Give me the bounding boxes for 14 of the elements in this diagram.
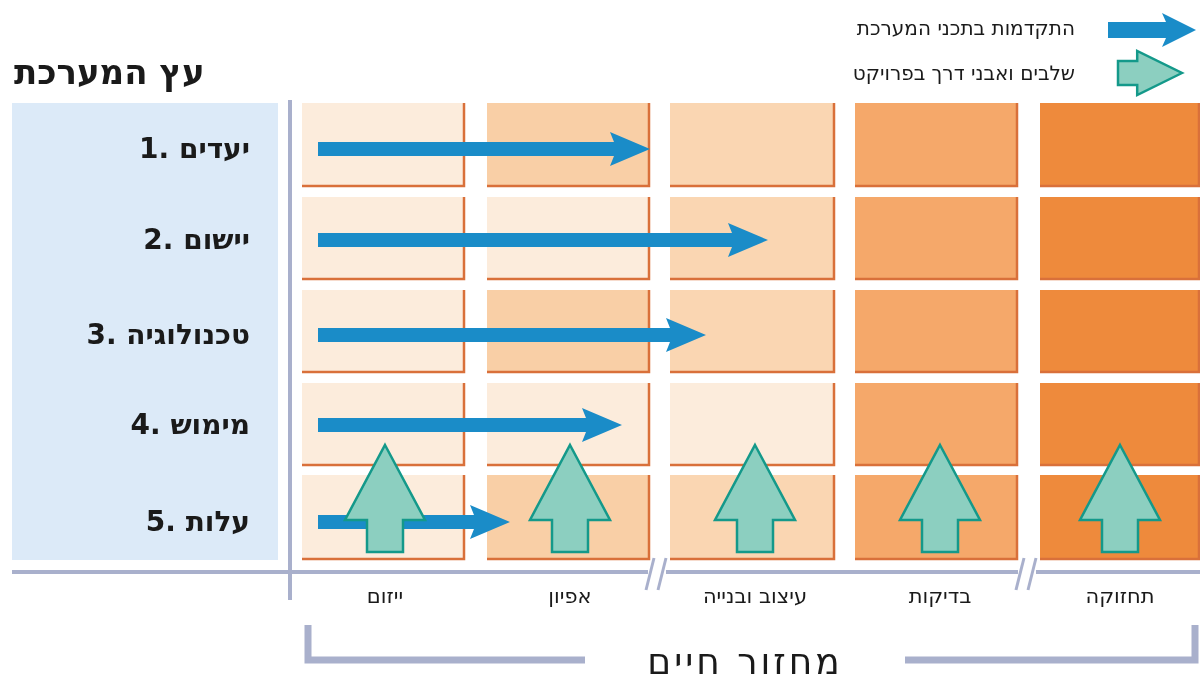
column-label: עיצוב ובנייה — [702, 585, 808, 609]
row-label: 4. מימוש — [130, 409, 250, 441]
column-label: ייזום — [366, 585, 404, 609]
row-label: 2. יישום — [143, 224, 250, 256]
legend-text: שלבים ואבני דרך בפרויקט — [852, 62, 1075, 84]
column-label: אפיון — [548, 585, 592, 609]
title: עץ המערכת — [14, 54, 205, 92]
row-label: 3. טכנולוגיה — [86, 319, 250, 351]
legend-text: התקדמות בתכני המערכת — [856, 17, 1075, 39]
column-label: בדיקות — [908, 585, 972, 609]
row-label: 1. יעדים — [139, 133, 250, 165]
column-label: תחזוקה — [1085, 585, 1155, 609]
row-label: 5. עלות — [145, 506, 250, 538]
bracket-label: מחזור חיים — [647, 642, 843, 682]
